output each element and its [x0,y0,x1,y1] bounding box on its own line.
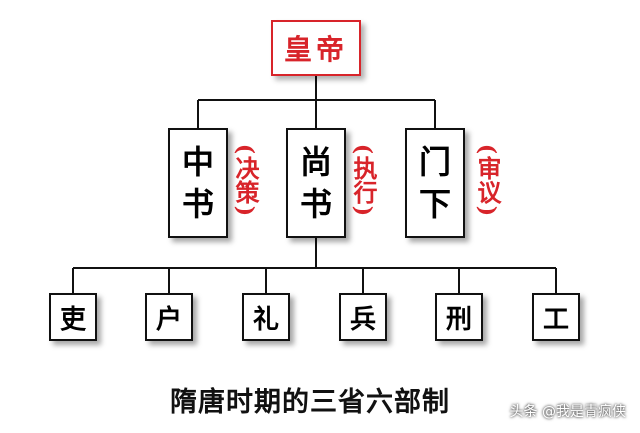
ministry-box-bing: 兵 [339,293,387,341]
role-open-paren: ( [231,143,258,155]
department-name-char: 书 [181,185,214,223]
ministry-name: 兵 [349,304,376,335]
role-open-paren: ( [349,143,376,155]
department-name: 尚书 [300,141,332,225]
watermark: 头条 @我是青疯侠 [509,404,626,420]
role-close-paren: ) [349,205,376,217]
department-name: 门下 [419,141,451,225]
ministry-name: 工 [542,304,569,335]
ministry-name: 礼 [252,304,279,335]
department-box-shangshu: 尚书 [286,128,346,238]
department-name-char: 门 [418,143,451,181]
department-role-menxia: ( 审议 ) [473,142,502,218]
department-name-char: 书 [299,185,332,223]
role-close-paren: ) [473,205,500,217]
ministry-name: 刑 [445,304,472,335]
emperor-label: 皇帝 [283,33,348,66]
department-name-char: 尚 [299,143,332,181]
department-role-shangshu: ( 执行 ) [349,142,378,218]
department-role-zhongshu: ( 决策 ) [231,142,260,218]
role-text: 执行 [349,156,378,204]
role-close-paren: ) [231,205,258,217]
department-box-zhongshu: 中书 [168,128,228,238]
department-name: 中书 [182,141,214,225]
role-open-paren: ( [473,143,500,155]
ministry-box-hu: 户 [145,293,193,341]
diagram-caption: 隋唐时期的三省六部制 [170,387,450,418]
ministry-name: 户 [155,304,182,335]
department-name-char: 中 [181,143,214,181]
ministry-name: 吏 [59,304,86,335]
emperor-box: 皇帝 [271,20,361,76]
department-box-menxia: 门下 [405,128,465,238]
role-text: 决策 [231,156,260,204]
ministry-box-gong: 工 [532,293,580,341]
ministry-box-li-personnel: 吏 [49,293,97,341]
ministry-box-xing: 刑 [435,293,483,341]
role-text: 审议 [473,156,502,204]
ministry-box-li-rites: 礼 [242,293,290,341]
department-name-char: 下 [418,185,451,223]
